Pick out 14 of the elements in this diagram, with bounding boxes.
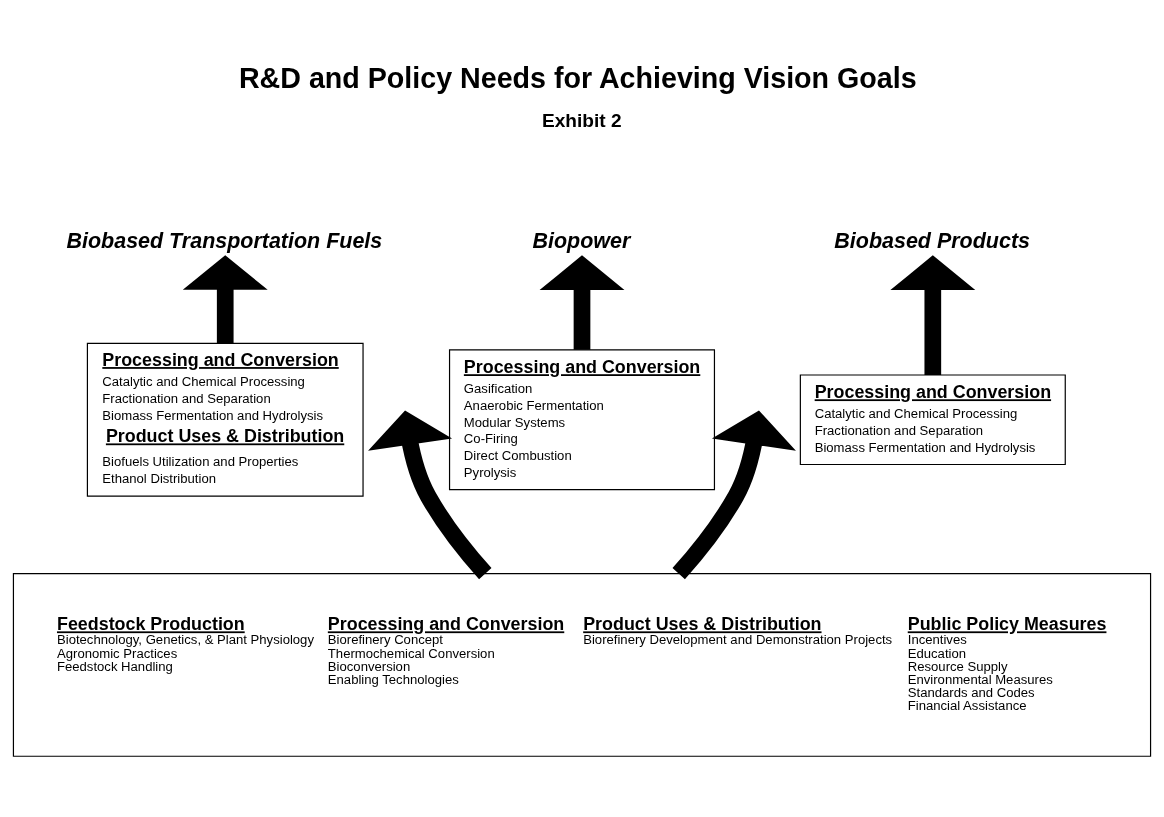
arrow <box>368 409 492 579</box>
node-text: Biobased Transportation Fuels <box>66 228 383 253</box>
diagram-title: R&D and Policy Needs for Achieving Vision Goals <box>238 61 917 94</box>
arrow <box>182 254 268 343</box>
arrow <box>672 409 796 579</box>
node-box: Feedstock Production Biotechnology, Genetics, & Plant Physiology Agronomic Practices Feedstock Handling Processing and Conversion Biorefinery Concept Thermochemical Conversion Bioconversion Enabling Technologies Product Uses & Distribution Biorefinery Development and Demonstration Projects Public Policy Measures Incentives Education Resource Supply Environmental Measures Standards and Codes Financial Assistance <box>12 572 1152 757</box>
node-box: Processing and Conversion Catalytic and Chemical Processing Fractionation and Separation Biomass Fermentation and Hydrolysis Product Uses & Distribution Biofuels Utilization and Properties Ethanol Distribution <box>86 342 364 497</box>
arrow <box>539 254 625 350</box>
node-box: Processing and Conversion Catalytic and Chemical Processing Fractionation and Separation Biomass Fermentation and Hydrolysis <box>799 373 1066 465</box>
node-text: Biopower <box>532 228 631 253</box>
arrow <box>890 254 976 375</box>
label: Exhibit 2 <box>542 109 622 131</box>
node-box: Processing and Conversion Gasification Anaerobic Fermentation Modular Systems Co-Firing Direct Combustion Pyrolysis <box>448 348 716 490</box>
node-text: Biobased Products <box>834 228 1031 253</box>
